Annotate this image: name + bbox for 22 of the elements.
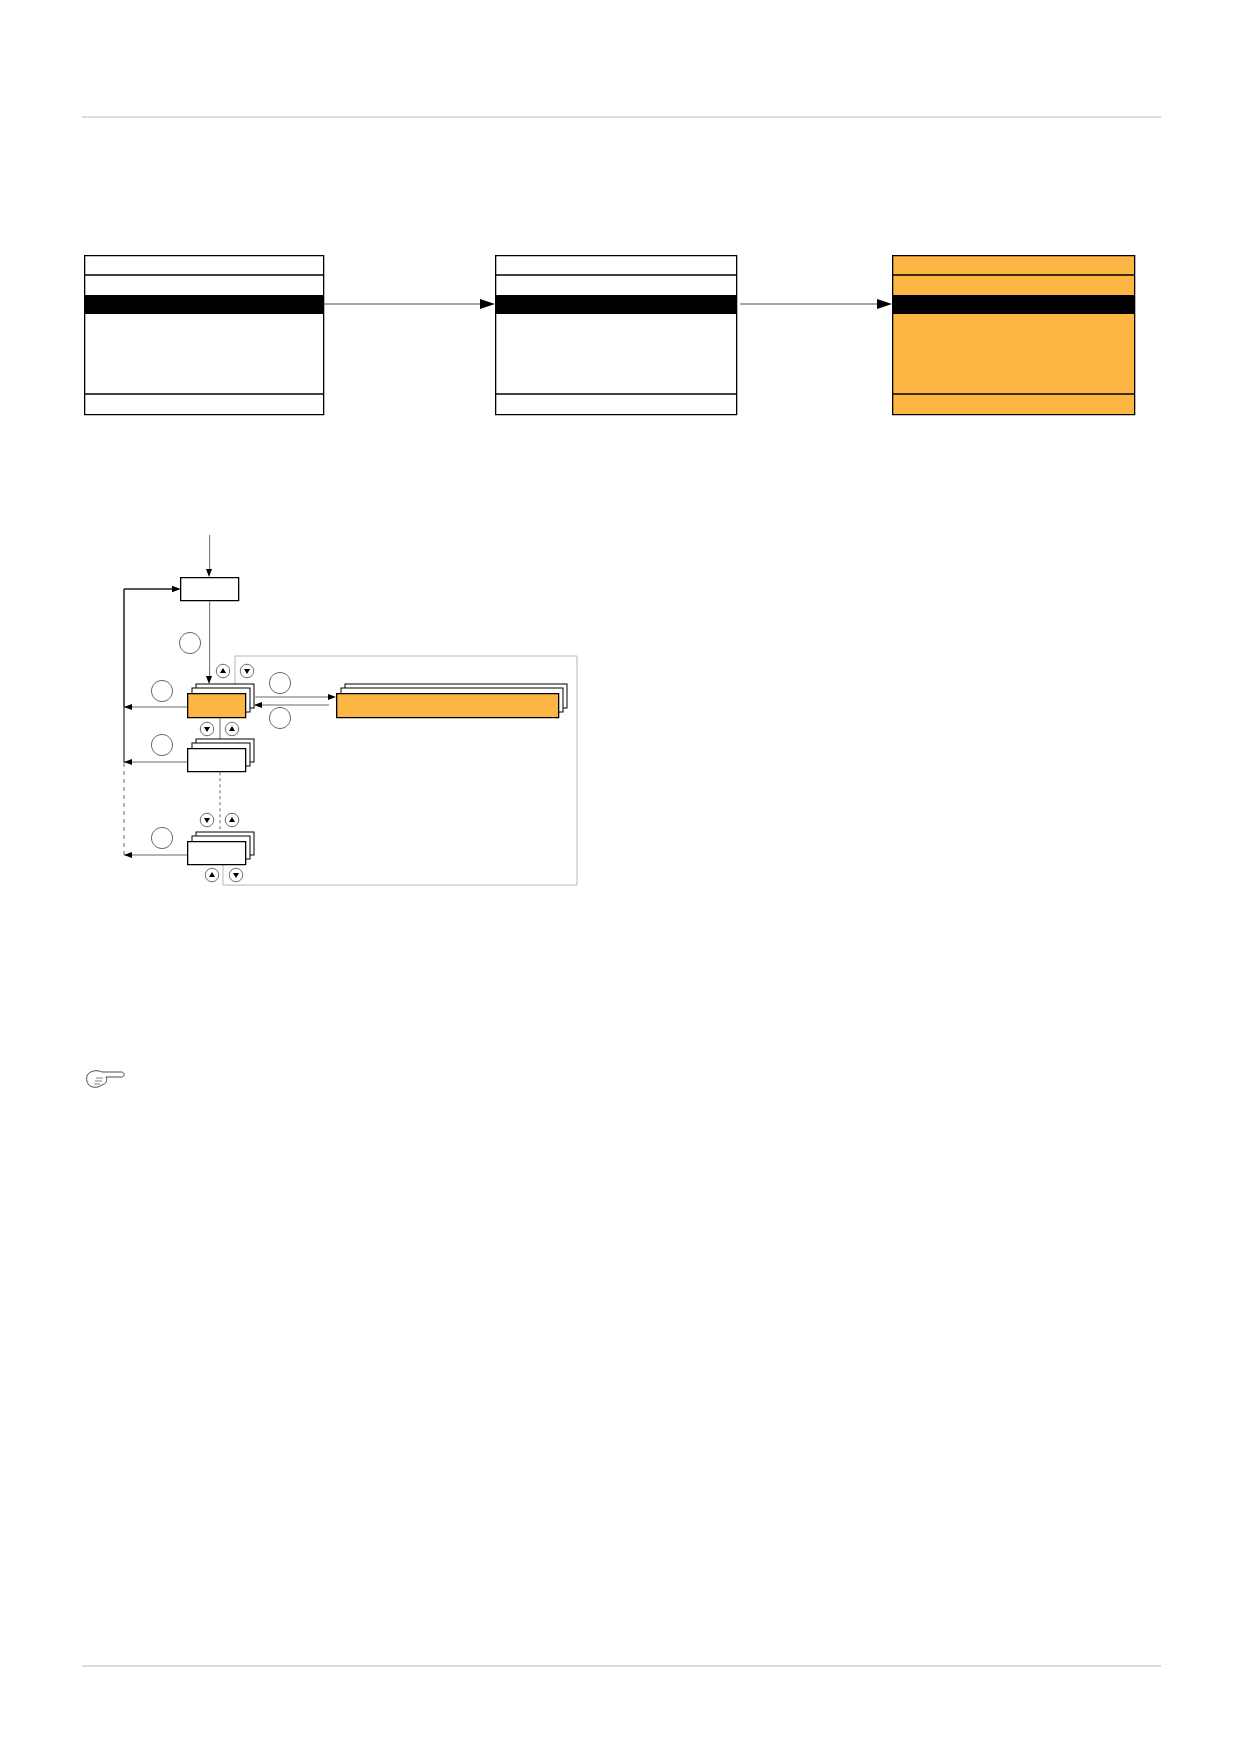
arrow [206, 601, 212, 684]
callout-circle [179, 632, 201, 654]
arrow [255, 694, 336, 700]
arrow [739, 299, 892, 309]
callout-circle [151, 827, 173, 849]
menu-box [180, 577, 240, 602]
arrow [123, 586, 188, 858]
menu-stack [336, 683, 568, 719]
connector-line [219, 718, 221, 740]
menu-stack [187, 738, 255, 773]
callout-circle [269, 707, 291, 729]
menu-stack [187, 683, 255, 719]
display-screen [494, 255, 738, 416]
display-screen [83, 255, 325, 416]
arrow [254, 702, 330, 708]
callout-circle [151, 734, 173, 756]
callout-circle [269, 672, 291, 694]
callout-circle [151, 680, 173, 702]
arrow [206, 534, 212, 577]
menu-stack [187, 831, 255, 866]
display-screen [891, 255, 1136, 416]
arrow [323, 299, 495, 309]
